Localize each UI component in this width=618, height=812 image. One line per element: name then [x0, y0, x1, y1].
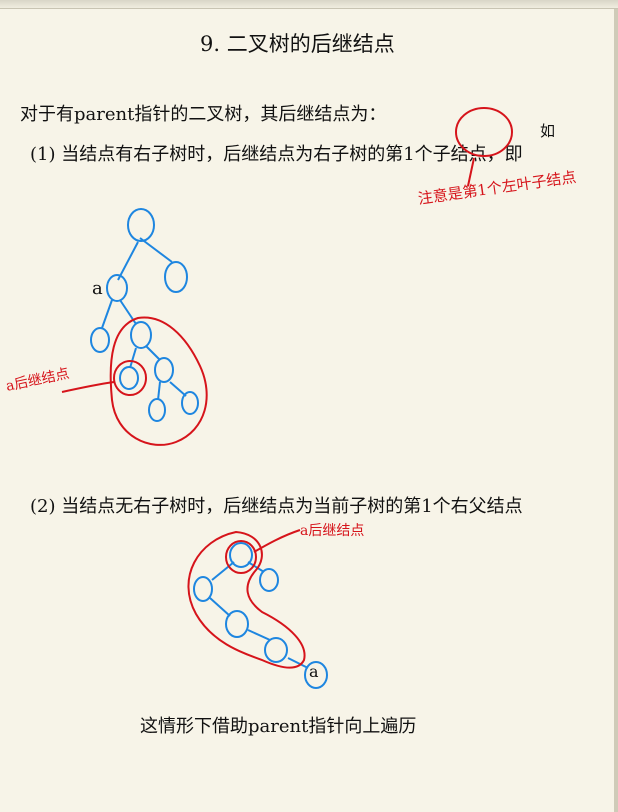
tree2-node — [264, 637, 288, 663]
tree1-node — [181, 391, 199, 415]
case2-node-a-label: a — [309, 662, 319, 681]
tree1-edge — [169, 381, 187, 397]
tree2-node — [193, 576, 213, 602]
tree1-node — [148, 398, 166, 422]
case1-tail: 如 — [540, 122, 556, 140]
tree1-successor-circle — [113, 360, 147, 396]
intro-text: 对于有parent指针的二叉树，其后继结点为： — [20, 104, 387, 125]
tree1-successor-pointer — [61, 381, 115, 393]
case1-node-a-label: a — [92, 278, 103, 299]
case2-text: (2) 当结点无右子树时，后继结点为当前子树的第1个右父结点 — [30, 496, 523, 517]
tree2-node-a — [304, 661, 328, 689]
tree2 — [193, 542, 328, 689]
tree1-right-subtree-outline — [109, 316, 208, 446]
tree1-edge — [145, 345, 161, 361]
tree1-root-node — [127, 208, 155, 242]
tree2-node — [259, 568, 279, 592]
case1-note-pointer — [467, 157, 475, 187]
tree1-edge — [117, 241, 139, 281]
conclusion-text: 这情形下借助parent指针向上遍历 — [140, 716, 417, 737]
tree1-node-a — [106, 274, 128, 302]
tree2-edge — [247, 629, 271, 641]
tree2-edge — [287, 657, 309, 669]
tree2-successor-pointer — [253, 529, 301, 553]
tree1-right-subtree-root — [130, 321, 152, 349]
tree1-edge — [157, 381, 161, 401]
tree1-edge — [129, 347, 137, 369]
tree1-successor-node — [119, 366, 139, 390]
tree1 — [90, 208, 199, 422]
case1-highlight-circle — [455, 107, 513, 157]
tree1-node — [90, 327, 110, 353]
case1-text: (1) 当结点有右子树时，后继结点为右子树的第1个子结点，即 — [30, 144, 523, 165]
tree1-node — [164, 261, 188, 293]
tree2-edge — [247, 561, 265, 573]
tree2-edge — [211, 561, 235, 581]
case2-successor-label: a后继结点 — [300, 523, 365, 539]
tree2-edge — [209, 597, 231, 617]
tree1-edge — [101, 299, 113, 329]
tree2-successor-node — [229, 542, 253, 568]
tree2-successor-circle — [225, 540, 257, 574]
tree2-path-outline — [187, 530, 306, 669]
tree1-node — [154, 357, 174, 383]
page-title: 9. 二叉树的后继结点 — [200, 32, 395, 56]
tree1-edge — [139, 237, 173, 263]
window-top-bar — [0, 0, 618, 9]
tree2-node — [225, 610, 249, 638]
